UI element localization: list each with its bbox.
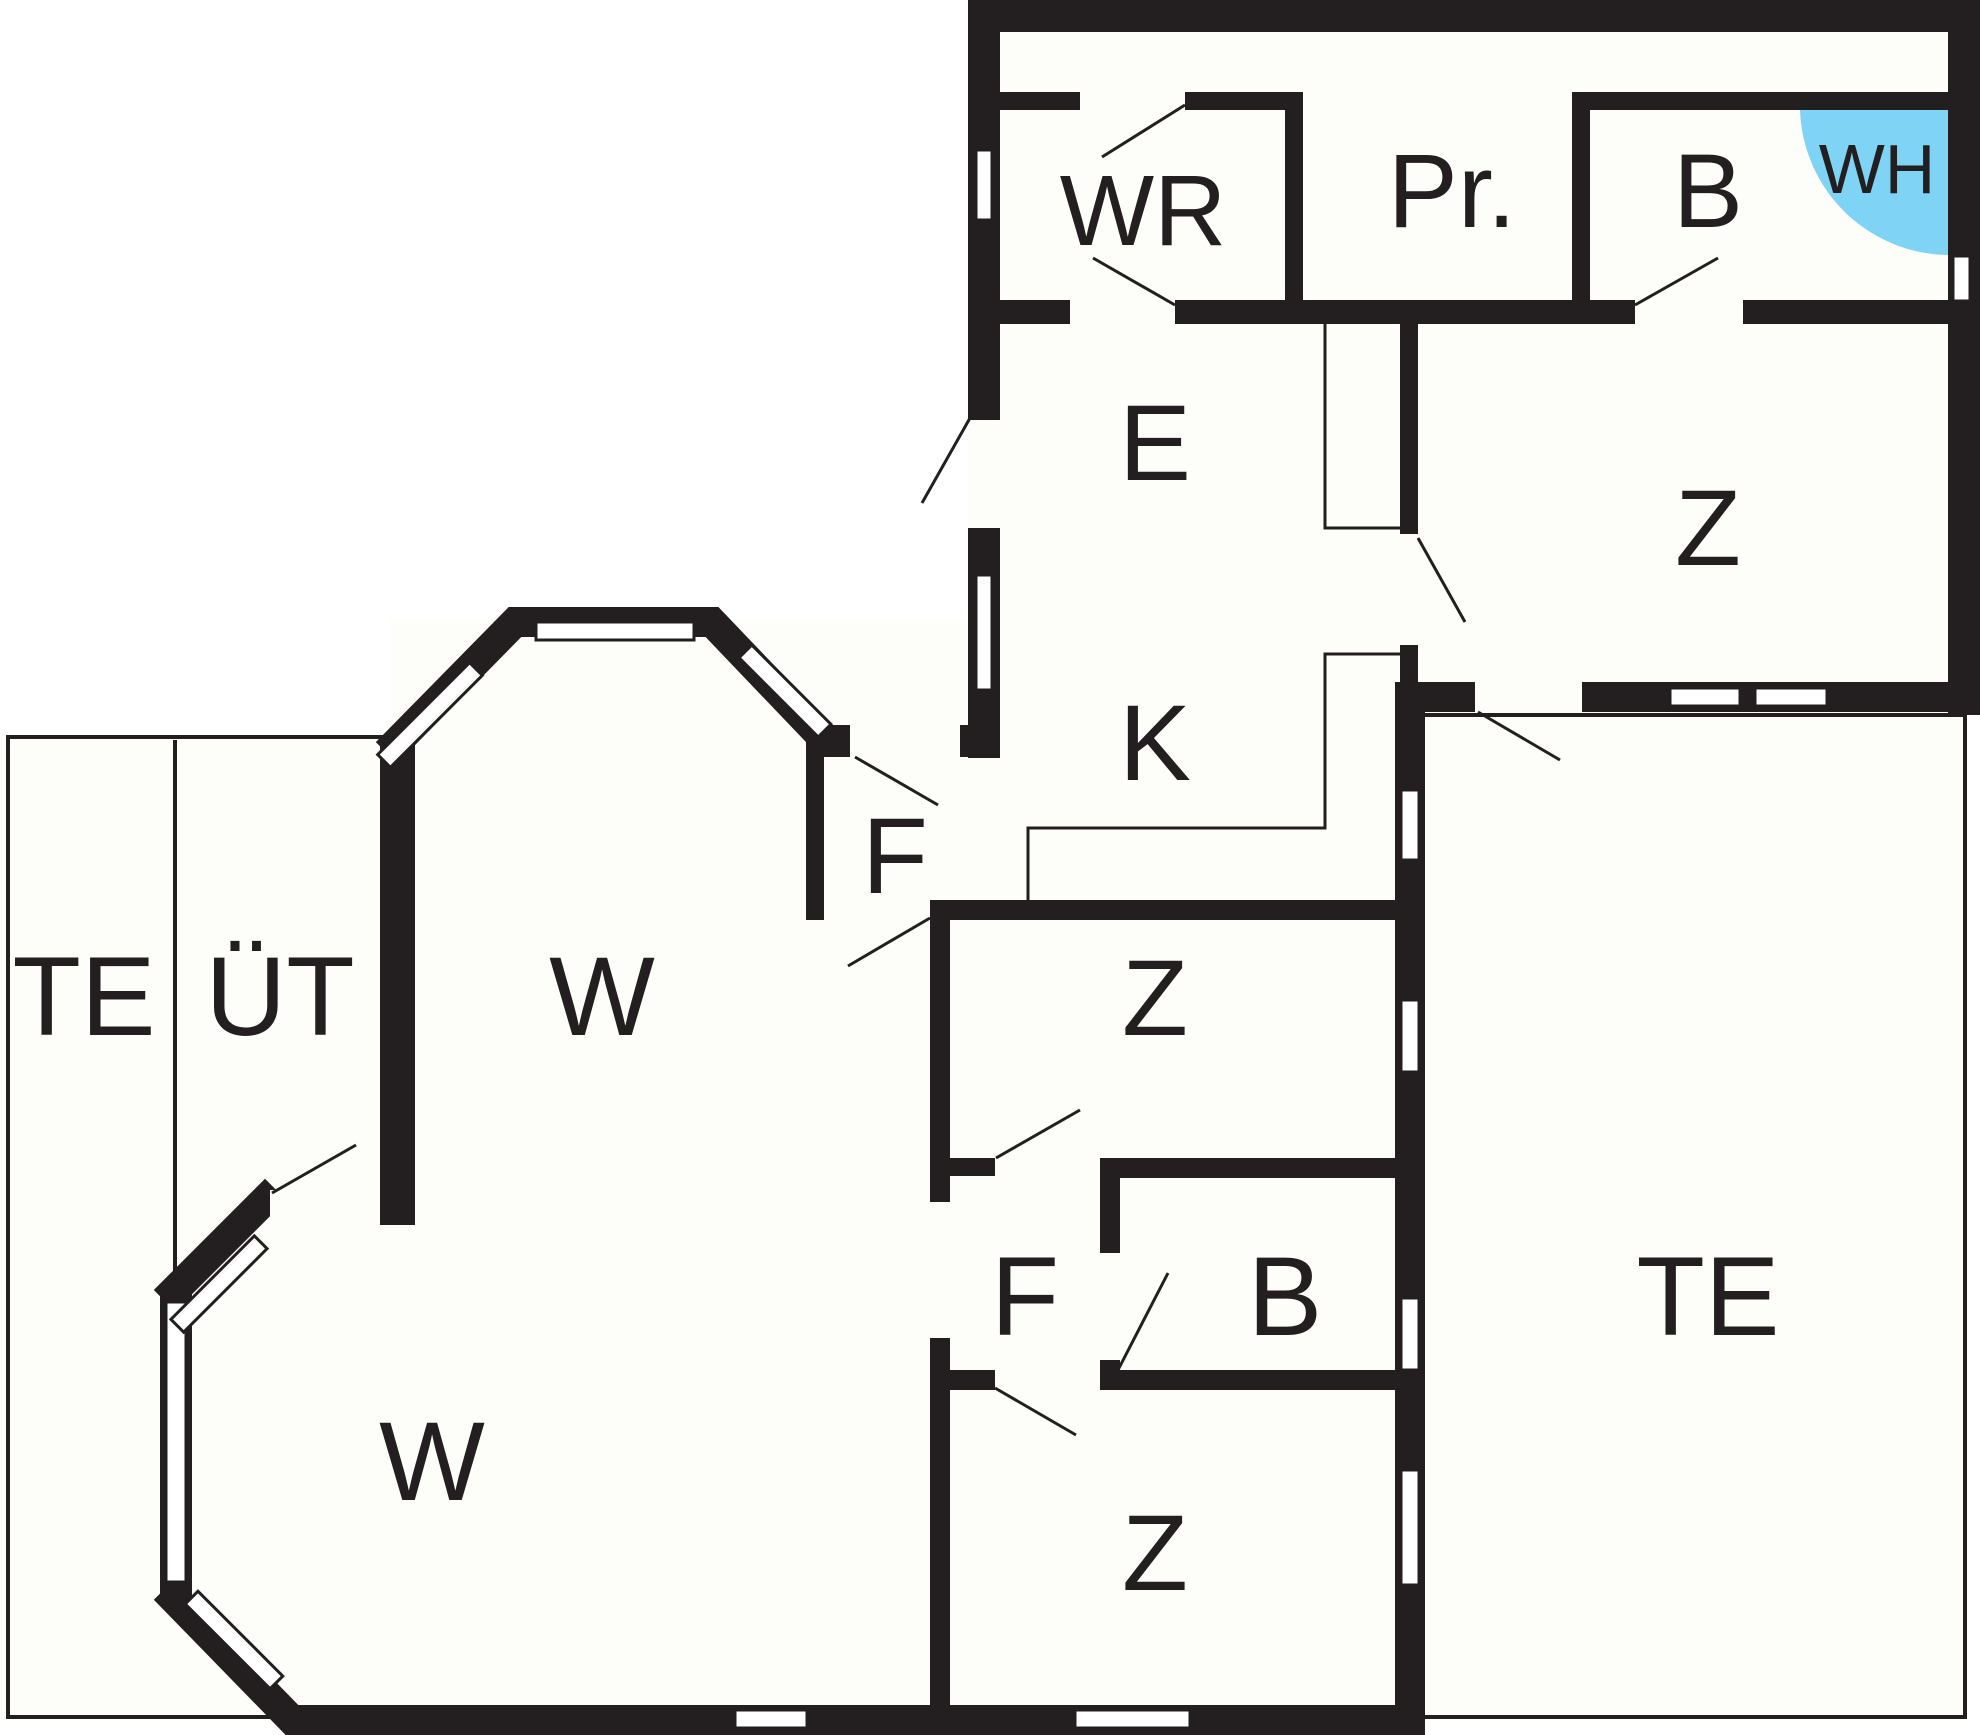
room-label-ut: ÜT: [205, 934, 354, 1059]
room-label-f-upper: F: [862, 795, 928, 916]
room-label-wh: WH: [1819, 130, 1936, 208]
room-label-z-mid: Z: [1122, 937, 1188, 1058]
terrace-outlines: [6, 713, 1967, 1719]
room-label-f-lower: F: [991, 1234, 1059, 1359]
room-label-te-right: TE: [1636, 1234, 1779, 1359]
room-label-z-top: Z: [1675, 467, 1741, 588]
room-label-w-lower: W: [379, 1399, 485, 1524]
room-label-k: K: [1119, 682, 1191, 803]
room-labels: WR Pr. B WH E Z K F W TE ÜT Z F B W Z TE: [12, 130, 1935, 1613]
room-label-b-lower: B: [1248, 1234, 1323, 1359]
room-label-z-bottom: Z: [1122, 1492, 1188, 1613]
door-swings: [271, 103, 1719, 1437]
room-label-w-upper: W: [549, 934, 655, 1059]
room-label-b-top: B: [1673, 133, 1743, 250]
door-gaps: [270, 92, 1743, 1390]
water-heater-symbol: [1800, 110, 1950, 256]
windows: [164, 148, 1972, 1730]
room-label-pr: Pr.: [1388, 133, 1516, 250]
room-label-wr: WR: [1060, 155, 1227, 267]
room-label-e: E: [1119, 382, 1191, 503]
room-label-te-left: TE: [12, 934, 155, 1059]
